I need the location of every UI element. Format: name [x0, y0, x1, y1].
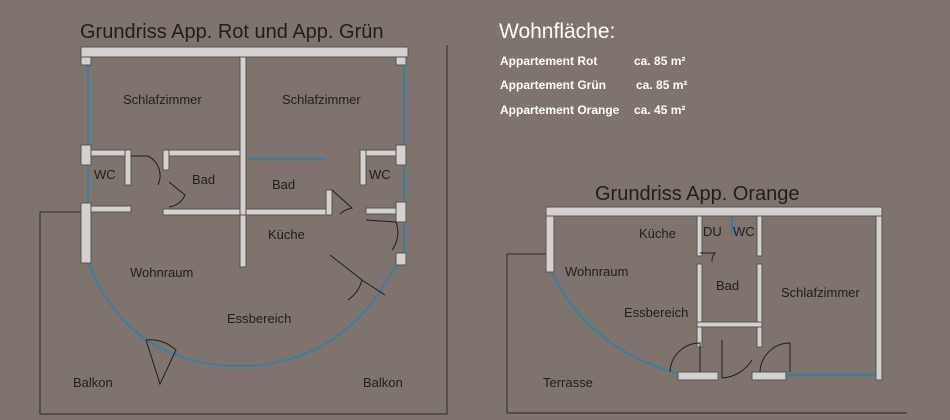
room-bad-orange: Bad: [716, 278, 739, 293]
wall-bad-orange-right: [756, 263, 763, 323]
wall-wc-right-bottom: [365, 207, 401, 215]
door-wc-right: [365, 219, 399, 251]
wall-left-lower: [80, 202, 92, 264]
room-terrasse-orange: Terrasse: [543, 375, 593, 390]
wall-bad-left-top: [162, 149, 241, 157]
room-balkon-left: Balkon: [73, 375, 113, 390]
room-du-orange: DU: [703, 224, 722, 239]
door-du: [700, 252, 717, 263]
wall-bad-right-bottom: [245, 208, 333, 216]
wall-right-lower: [395, 252, 407, 266]
room-essbereich-left: Essbereich: [227, 311, 291, 326]
wall-bottom-orange-left: [677, 371, 719, 381]
door-entry-orange-left: [669, 342, 701, 373]
room-schlafzimmer-left: Schlafzimmer: [123, 92, 202, 107]
room-bad-right: Bad: [272, 177, 295, 192]
wall-wc-right-left: [359, 149, 367, 186]
area-row-rot-value: ca. 85 m²: [634, 54, 685, 68]
area-row-gruen-name: Appartement Grün: [500, 78, 606, 92]
wall-right-wc-bottom: [395, 201, 407, 223]
wall-du-right: [756, 215, 763, 257]
plan-right-title: Grundriss App. Orange: [595, 183, 800, 205]
wall-bad-orange-bottom: [696, 321, 763, 328]
room-wc-orange: WC: [733, 224, 755, 239]
wall-top-orange: [545, 206, 883, 217]
area-row-orange-value: ca. 45 m²: [634, 103, 685, 117]
wall-du-left: [696, 215, 703, 257]
wall-bottom-orange-right: [751, 371, 787, 381]
room-wc-left: WC: [94, 167, 116, 182]
plan-left-title: Grundriss App. Rot und App. Grün: [80, 21, 384, 43]
wall-bad-left-bottom: [162, 208, 241, 216]
wall-bad-left-left: [162, 149, 170, 171]
room-schlafzimmer-right: Schlafzimmer: [282, 92, 361, 107]
terrasse-outline: [506, 253, 907, 414]
wall-right-orange: [875, 215, 883, 381]
wall-center-lower: [239, 214, 247, 268]
wall-bad-orange-left: [696, 263, 703, 323]
floor-plan-rot-gruen: Grundriss App. Rot und App. Grün: [39, 21, 448, 415]
door-entry-right: [329, 254, 363, 301]
area-row-rot-name: Appartement Rot: [500, 54, 597, 68]
wall-center-upper: [239, 56, 247, 216]
room-wohnraum-left: Wohnraum: [130, 265, 193, 280]
room-kueche-orange: Küche: [639, 226, 676, 241]
wall-left-stub-top: [80, 56, 92, 66]
wall-right-wc-top: [395, 144, 407, 166]
wall-right-stub-top: [395, 56, 407, 66]
wall-wc-left-bottom: [90, 205, 132, 213]
room-wohnraum-orange: Wohnraum: [565, 264, 628, 279]
room-balkon-right: Balkon: [363, 375, 403, 390]
wall-wc-left-right: [124, 149, 132, 186]
wall-top-left: [80, 46, 409, 58]
door-bad-orange: [721, 340, 753, 379]
room-essbereich-orange: Essbereich: [624, 305, 688, 320]
floor-plan-orange: Grundriss App. Orange Küche DU WC Wohnra…: [506, 183, 907, 414]
door-wc-left: [131, 155, 161, 186]
wall-left-wc-top: [80, 144, 92, 166]
balkon-outline: [39, 45, 448, 415]
glass-facade-orange: [551, 272, 681, 375]
area-row-gruen-value: ca. 85 m²: [636, 78, 687, 92]
door-balkon-left: [145, 339, 177, 386]
glass-facade: [87, 60, 405, 368]
door-bad-right: [331, 189, 354, 215]
room-bad-left: Bad: [192, 172, 215, 187]
wohnflaeche-heading: Wohnfläche:: [499, 20, 615, 43]
room-wc-right: WC: [369, 167, 391, 182]
room-kueche-left: Küche: [268, 227, 305, 242]
wohnflaeche-list: Wohnfläche: Appartement Rot ca. 85 m² Ap…: [499, 20, 687, 117]
door-bad-left: [168, 181, 186, 208]
room-schlafzimmer-orange: Schlafzimmer: [781, 285, 860, 300]
door-entry-right-leaf: [361, 279, 386, 296]
area-row-orange-name: Appartement Orange: [500, 103, 620, 117]
wall-entry-right: [756, 326, 763, 348]
door-entry-orange-right: [759, 342, 791, 373]
wall-bad-right-stub: [325, 189, 333, 216]
wall-left-orange: [545, 215, 555, 273]
